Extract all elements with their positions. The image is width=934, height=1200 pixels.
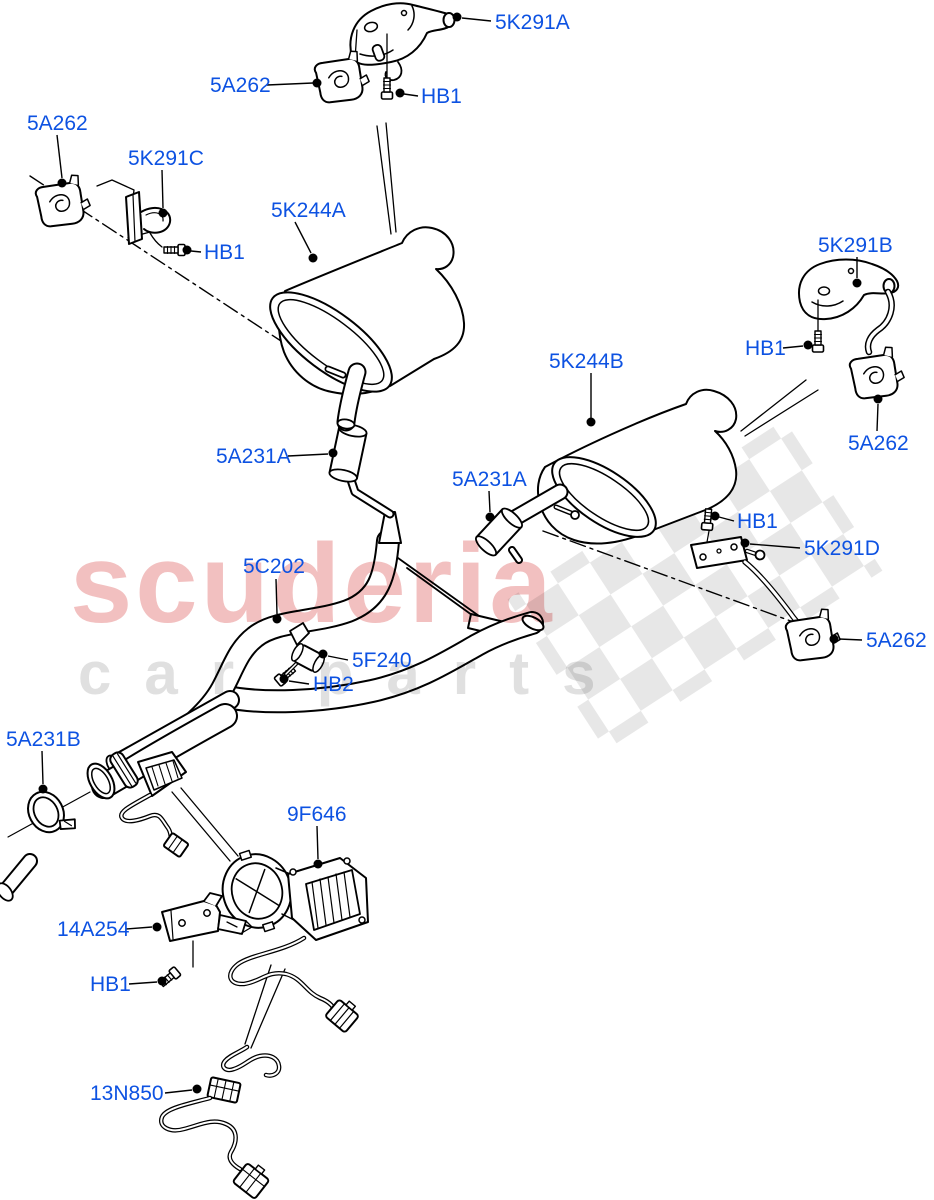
clamp-5a231b (7, 790, 91, 838)
bracket-14a254 (161, 892, 253, 968)
leader-dot-13n850 (192, 1084, 202, 1094)
part-label-5k291d[interactable]: 5K291D (804, 537, 880, 560)
leader-line-5k291d (749, 543, 801, 549)
part-label-hb1[interactable]: HB1 (90, 973, 131, 996)
watermark-subtitle-text: car parts (78, 640, 628, 707)
leader-line-hb2 (288, 680, 310, 685)
brand-watermark: scuderia car parts (70, 521, 628, 707)
watermark-brand-text: scuderia (70, 521, 555, 646)
leader-line-5a231a (287, 453, 329, 457)
leader-dot-5k244a (308, 253, 318, 263)
leader-dot-hb2 (279, 674, 289, 684)
muffler-rh (475, 388, 738, 564)
leader-dot-5k291c (158, 208, 168, 218)
bracket-5k291b (798, 258, 900, 356)
leader-line-5a262 (266, 82, 314, 86)
leader-dot-5a262 (312, 78, 322, 88)
pointer-wedge-lines (171, 122, 819, 1049)
leader-line-5k244a (294, 221, 312, 254)
leader-line-5a262 (56, 134, 63, 179)
harness-13n850 (159, 1044, 282, 1199)
leader-line-5c202 (275, 578, 278, 615)
part-label-5k291c[interactable]: 5K291C (128, 147, 204, 170)
leader-dot-5k291b (852, 278, 862, 288)
part-label-14a254[interactable]: 14A254 (57, 918, 130, 941)
leader-line-14a254 (125, 926, 153, 930)
leader-dot-5a231b (38, 784, 48, 794)
leader-dot-hb1 (157, 976, 167, 986)
part-label-5a262[interactable]: 5A262 (848, 432, 909, 455)
leader-line-hb1 (403, 93, 419, 97)
muffler-lh (269, 226, 466, 432)
leader-dot-14a254 (152, 922, 162, 932)
leader-dot-5f240 (318, 649, 328, 659)
leader-line-hb1 (782, 345, 804, 349)
leader-line-5k291c (161, 169, 164, 209)
leader-dot-5a231a (485, 512, 495, 522)
part-label-5a231a[interactable]: 5A231A (216, 445, 291, 468)
part-label-5k244a[interactable]: 5K244A (271, 199, 346, 222)
leader-dot-5a262 (829, 634, 839, 644)
part-label-5k291a[interactable]: 5K291A (495, 11, 570, 34)
leader-line-5a231a (488, 490, 491, 513)
leader-line-hb1 (718, 516, 735, 522)
leader-line-9f646 (316, 825, 319, 860)
leader-dot-5k291a (452, 12, 462, 22)
coupler-lh (328, 423, 402, 544)
part-label-hb1[interactable]: HB1 (421, 85, 462, 108)
leader-line-13n850 (164, 1089, 193, 1094)
leader-dot-hb1 (803, 340, 813, 350)
leader-dot-hb1 (710, 511, 720, 521)
valve-9f646 (221, 849, 369, 1033)
part-label-9f646[interactable]: 9F646 (287, 803, 347, 826)
part-label-5a231a[interactable]: 5A231A (452, 468, 527, 491)
part-label-5a262[interactable]: 5A262 (210, 74, 271, 97)
leader-line-hb1 (128, 981, 158, 985)
leader-dot-hb1 (395, 88, 405, 98)
part-label-5f240[interactable]: 5F240 (352, 649, 412, 672)
leader-dot-5k244b (586, 417, 596, 427)
part-label-hb2[interactable]: HB2 (313, 673, 354, 696)
part-label-5a262[interactable]: 5A262 (866, 629, 927, 652)
part-label-5a231b[interactable]: 5A231B (6, 728, 81, 751)
installed-valve (109, 751, 189, 858)
part-label-5c202[interactable]: 5C202 (243, 555, 305, 578)
leader-line-5f240 (327, 655, 349, 661)
part-label-5k291b[interactable]: 5K291B (818, 234, 893, 257)
part-label-hb1[interactable]: HB1 (745, 337, 786, 360)
leader-dot-5c202 (272, 614, 282, 624)
part-label-5a262[interactable]: 5A262 (27, 112, 88, 135)
leader-dot-5a262 (57, 178, 67, 188)
bolt-hb1-top (380, 77, 394, 100)
checkered-flag-watermark (507, 419, 883, 751)
bolt-hb1-left (163, 243, 186, 257)
exhaust-drawing (0, 2, 909, 1199)
leader-line-5k291a (461, 17, 492, 22)
leader-line-5a231b (41, 750, 44, 785)
leader-dot-5k291d (740, 538, 750, 548)
part-label-hb1[interactable]: HB1 (204, 241, 245, 264)
leader-line-5a262 (876, 403, 879, 432)
part-label-13n850[interactable]: 13N850 (90, 1082, 164, 1105)
leader-dot-5a262 (873, 394, 883, 404)
leader-line-hb1 (190, 250, 202, 253)
isolator-5f240 (284, 622, 326, 676)
leader-dot-5a231a (328, 448, 338, 458)
leader-dot-hb1 (182, 245, 192, 255)
part-label-hb1[interactable]: HB1 (737, 510, 778, 533)
part-label-5k244b[interactable]: 5K244B (549, 350, 624, 373)
bolt-hb1-right (811, 330, 825, 353)
leader-dot-9f646 (313, 859, 323, 869)
leader-line-5a262 (838, 638, 863, 641)
